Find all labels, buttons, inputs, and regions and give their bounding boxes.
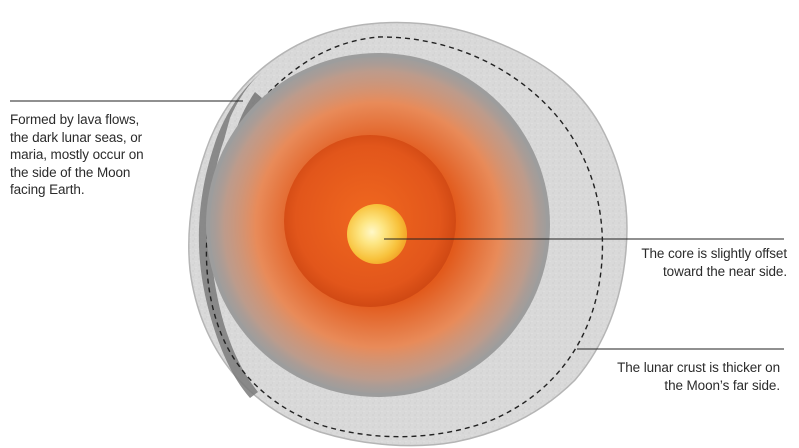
crust-annotation: The lunar crust is thicker on the Moon’s… bbox=[617, 360, 780, 393]
maria-annotation: Formed by lava flows, the dark lunar sea… bbox=[10, 112, 144, 198]
inner-core bbox=[347, 204, 407, 264]
core-annotation: The core is slightly offset toward the n… bbox=[641, 246, 787, 279]
